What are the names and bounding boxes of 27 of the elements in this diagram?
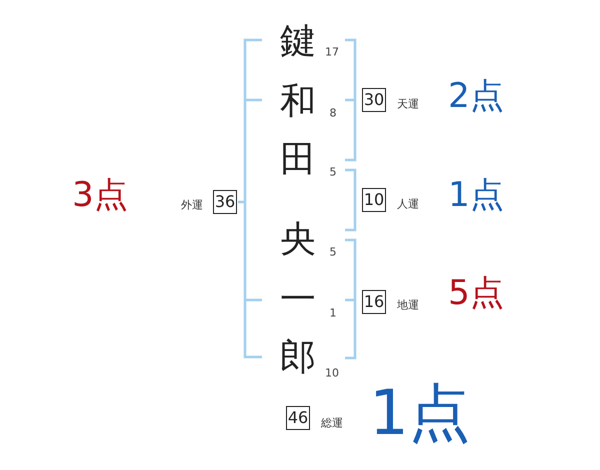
stroke-count: 8: [330, 108, 336, 118]
fortune-label: 人運: [397, 198, 419, 210]
count-box: 46: [286, 406, 310, 430]
name-character: 一: [280, 282, 316, 318]
score-text: 3点: [72, 178, 128, 212]
name-character: 鍵: [280, 24, 316, 60]
stroke-count: 5: [330, 166, 336, 178]
score-text: 1点: [369, 382, 471, 444]
count-box: 36: [213, 190, 237, 214]
score-text: 2点: [448, 79, 504, 113]
name-character: 郎: [280, 340, 316, 376]
count-box: 30: [362, 88, 386, 112]
score-text: 5点: [448, 276, 504, 310]
score-text: 1点: [448, 178, 504, 212]
fortune-label: 総運: [321, 418, 343, 428]
fortune-label: 天運: [397, 98, 419, 110]
stroke-count: 10: [325, 368, 339, 378]
count-box: 10: [362, 188, 386, 212]
fortune-label: 外運: [181, 200, 203, 210]
name-character: 央: [280, 222, 316, 258]
name-character: 田: [280, 142, 316, 178]
stroke-count: 5: [330, 246, 336, 258]
count-box: 16: [362, 290, 386, 314]
fortune-label: 地運: [397, 300, 419, 310]
stroke-count: 1: [330, 308, 336, 318]
name-character: 和: [280, 84, 316, 120]
stroke-count: 17: [325, 46, 339, 58]
